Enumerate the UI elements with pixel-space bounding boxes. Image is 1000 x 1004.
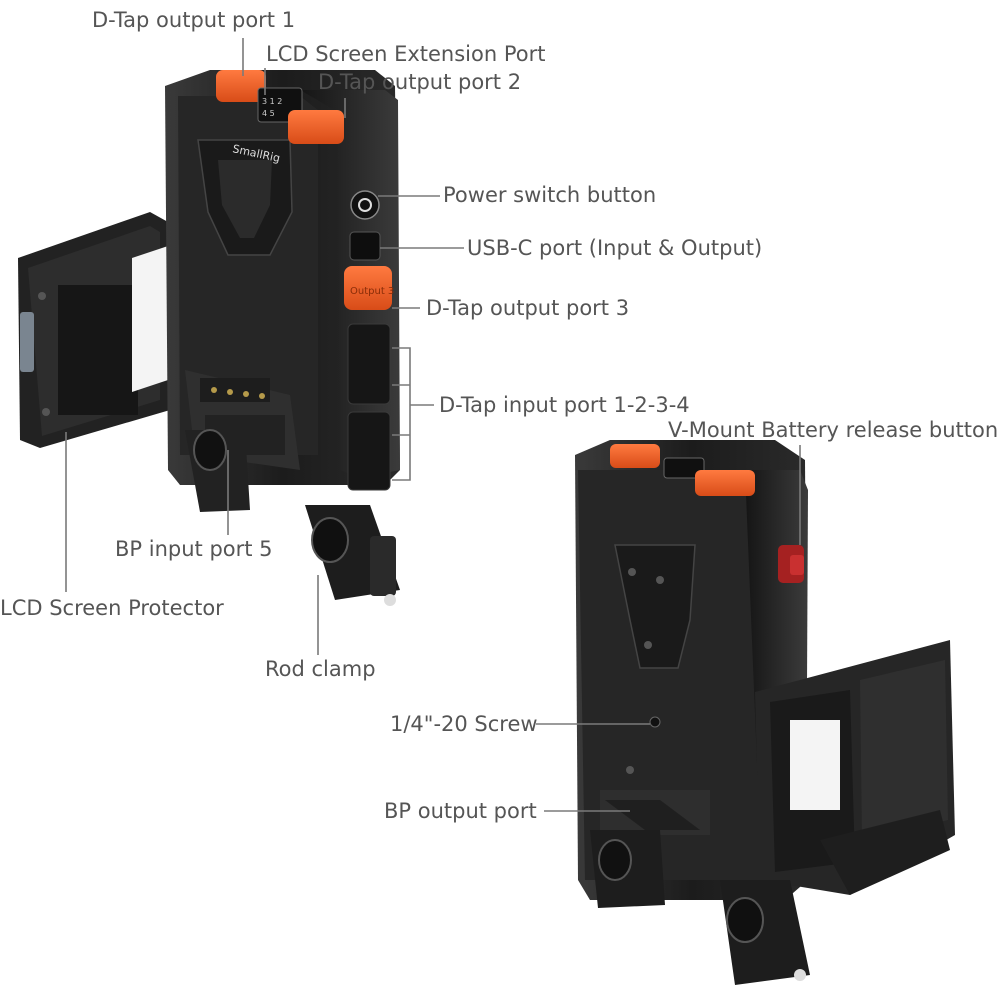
label-bp-input-5: BP input port 5 [115,537,273,561]
svg-text:Output 3: Output 3 [350,286,394,297]
label-dtap-output-1: D-Tap output port 1 [92,8,296,32]
label-power-switch: Power switch button [443,183,657,207]
power-button-shape [350,190,380,220]
label-vmount-release: V-Mount Battery release button [668,418,999,442]
top-port-2 [288,110,344,144]
rear-device [575,440,955,985]
front-device: SmallRig 3 1 2 4 5 Output 3 [18,70,400,606]
label-dtap-output-2: D-Tap output port 2 [318,70,522,94]
label-dtap-input: D-Tap input port 1-2-3-4 [439,393,690,417]
label-lcd-protector: LCD Screen Protector [0,596,224,620]
label-bp-output: BP output port [384,799,537,823]
top-port-1 [216,70,266,102]
leader-lines [65,38,801,812]
svg-text:4 5: 4 5 [262,109,275,118]
label-rod-clamp: Rod clamp [265,657,376,681]
dtap-out-3-shape [344,266,392,310]
label-dtap-output-3: D-Tap output port 3 [426,296,630,320]
label-screw: 1/4"-20 Screw [390,712,538,736]
svg-text:3 1 2: 3 1 2 [262,97,282,106]
lcd-screen-protector [18,212,170,448]
label-lcd-extension-port: LCD Screen Extension Port [266,42,546,66]
label-usbc-port: USB-C port (Input & Output) [467,236,763,260]
